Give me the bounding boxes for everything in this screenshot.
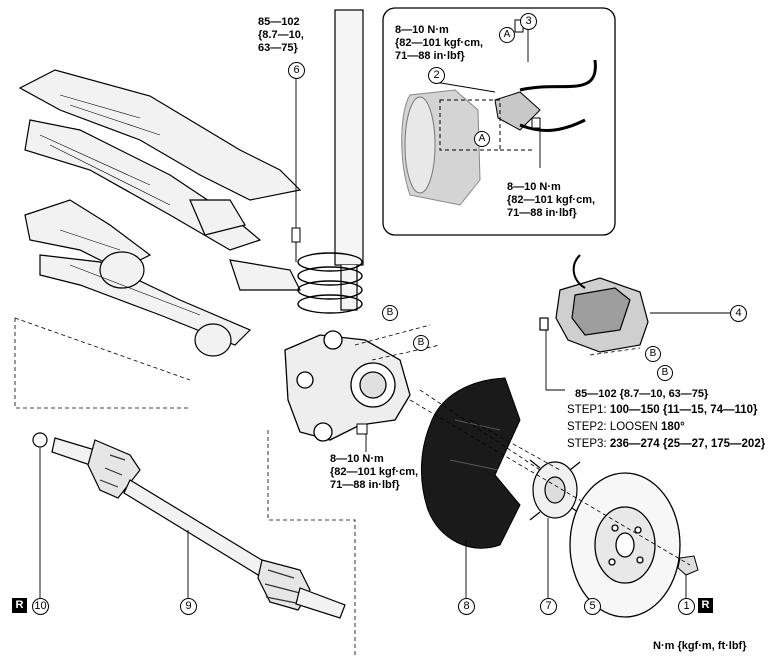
lock-nut — [677, 555, 699, 576]
marker-b-2: B — [413, 335, 429, 351]
torque-knuckle: 8—10 N·m {82—101 kgf·cm, 71—88 in·lbf} — [330, 453, 419, 491]
callout-2: 2 — [428, 67, 445, 84]
torque-inset-top: 8—10 N·m {82—101 kgf·cm, 71—88 in·lbf} — [395, 24, 484, 62]
callout-5: 5 — [584, 598, 601, 615]
inset-panel — [382, 7, 616, 236]
callout-8: 8 — [458, 598, 475, 615]
step-1-label: STEP1: — [567, 404, 610, 416]
bolt-6 — [291, 227, 301, 262]
marker-a-top: A — [499, 27, 515, 43]
torque-inset-bottom: 8—10 N·m {82—101 kgf·cm, 71—88 in·lbf} — [507, 181, 596, 219]
marker-a-bottom: A — [474, 131, 490, 147]
marker-b-3: B — [645, 346, 661, 362]
dashed-guides — [14, 317, 691, 655]
subframe-hatching — [39, 94, 201, 316]
brake-disc — [569, 472, 681, 618]
drive-shaft — [32, 432, 346, 619]
torque-caliper: 85—102 {8.7—10, 63—75} — [575, 388, 709, 400]
knuckle — [284, 330, 411, 442]
step-1-value: 100—150 {11—15, 74—110} — [609, 404, 758, 416]
callout-4: 4 — [730, 305, 747, 322]
wheel-hub — [529, 459, 583, 521]
dust-shield — [421, 377, 521, 549]
step-2: STEP2: LOOSEN 180° — [567, 420, 685, 434]
step-2-label: STEP2: LOOSEN — [567, 421, 661, 433]
subframe-drawing — [18, 69, 302, 357]
brake-caliper — [539, 254, 649, 353]
callout-7: 7 — [540, 598, 557, 615]
coil-spring — [297, 252, 363, 314]
marker-b-4: B — [657, 365, 673, 381]
callout-9: 9 — [180, 598, 197, 615]
marker-b-1: B — [382, 305, 398, 321]
torque-top: 85—102 {8.7—10, 63—75} — [258, 16, 304, 54]
leader-lines — [39, 30, 730, 612]
r-badge-left: R — [12, 598, 27, 613]
callout-1: 1 — [678, 598, 695, 615]
step-2-value: 180° — [660, 421, 685, 433]
step-1: STEP1: 100—150 {11—15, 74—110} — [567, 403, 758, 417]
r-badge-right: R — [698, 598, 713, 613]
step-3-label: STEP3: — [567, 438, 610, 450]
shock-absorber — [334, 9, 364, 311]
step-3-value: 236—274 {25—27, 175—202} — [609, 438, 766, 450]
step-3: STEP3: 236—274 {25—27, 175—202} — [567, 437, 765, 451]
knuckle-bolt — [356, 423, 368, 435]
units-legend: N·m {kgf·m, ft·lbf} — [653, 640, 747, 652]
callout-10: 10 — [32, 598, 49, 615]
callout-6: 6 — [288, 62, 305, 79]
callout-3: 3 — [520, 13, 537, 30]
